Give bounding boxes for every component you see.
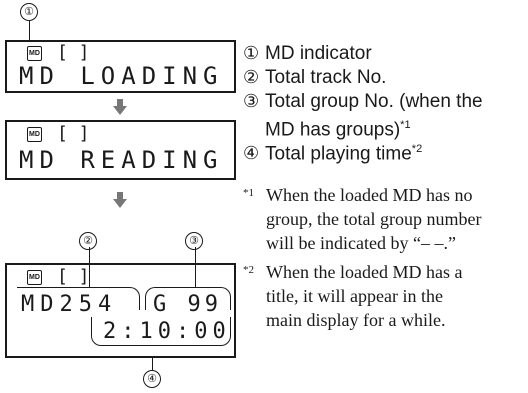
down-arrow-icon: [117, 99, 123, 107]
footnote-line: group, the total group number: [266, 209, 482, 229]
callout-3-leader: [195, 247, 196, 287]
callout-2: ②: [79, 232, 97, 250]
lcd-display-loading: MD [ ] MD LOADING: [5, 40, 236, 93]
legend-text: Total playing time: [265, 143, 412, 165]
callout-1: ①: [20, 3, 38, 21]
group-number-bracket: [145, 287, 231, 310]
footnote-mark: *2: [243, 264, 254, 276]
lcd-main-text: MD READING: [19, 146, 224, 174]
lcd-display-ready: MD [ ] MD254 G 99 2:10:00: [5, 247, 236, 358]
callout-3: ③: [185, 232, 203, 250]
lcd-main-text: MD LOADING: [19, 62, 224, 90]
md-indicator-icon: MD: [27, 46, 42, 61]
callout-1-leader: [29, 21, 30, 43]
lcd-display-reading: MD [ ] MD READING: [5, 120, 236, 180]
footnote-line: title, it will appear in the: [266, 286, 443, 306]
footnote-line: When the loaded MD has no: [266, 185, 473, 205]
legend-text: MD indicator: [265, 43, 372, 64]
md-indicator-icon: MD: [27, 270, 42, 285]
legend-number: ④: [243, 143, 260, 164]
footnote-mark: *1: [243, 187, 254, 199]
callout-4-leader: [152, 357, 153, 371]
track-brackets: [ ]: [57, 123, 90, 144]
total-playing-time: 2:10:00: [103, 319, 231, 344]
footnote-ref: *1: [400, 119, 411, 131]
total-group-number: G 99: [153, 292, 222, 317]
total-track-number: MD254: [21, 292, 118, 317]
footnote-1: *1 When the loaded MD has no group, the …: [243, 183, 523, 255]
legend-number: ③: [243, 91, 260, 111]
track-brackets: [ ]: [57, 266, 90, 287]
footnote-line: When the loaded MD has a: [266, 262, 463, 282]
legend-item-group-cont: MD has groups)*1: [265, 114, 411, 141]
md-indicator-icon: MD: [27, 127, 42, 142]
footnote-2: *2 When the loaded MD has a title, it wi…: [243, 260, 523, 332]
callout-2-leader: [89, 247, 90, 287]
down-arrow-icon: [113, 199, 127, 208]
callout-4: ④: [143, 370, 161, 388]
track-number-bracket: [17, 287, 140, 310]
down-arrow-icon: [113, 106, 127, 115]
footnote-ref: *2: [411, 143, 423, 155]
legend-text: Total track No.: [265, 67, 387, 88]
footnote-line: will be indicated by “– –.”: [266, 233, 456, 253]
legend-text: Total group No. (when the: [265, 91, 483, 112]
legend-number: ②: [243, 67, 260, 87]
down-arrow-icon: [117, 192, 123, 200]
track-brackets: [ ]: [57, 42, 90, 63]
playing-time-bracket: [91, 317, 231, 346]
footnote-line: main display for a while.: [266, 310, 446, 330]
legend-text: MD has groups): [265, 119, 401, 141]
legend-number: ①: [243, 43, 260, 63]
